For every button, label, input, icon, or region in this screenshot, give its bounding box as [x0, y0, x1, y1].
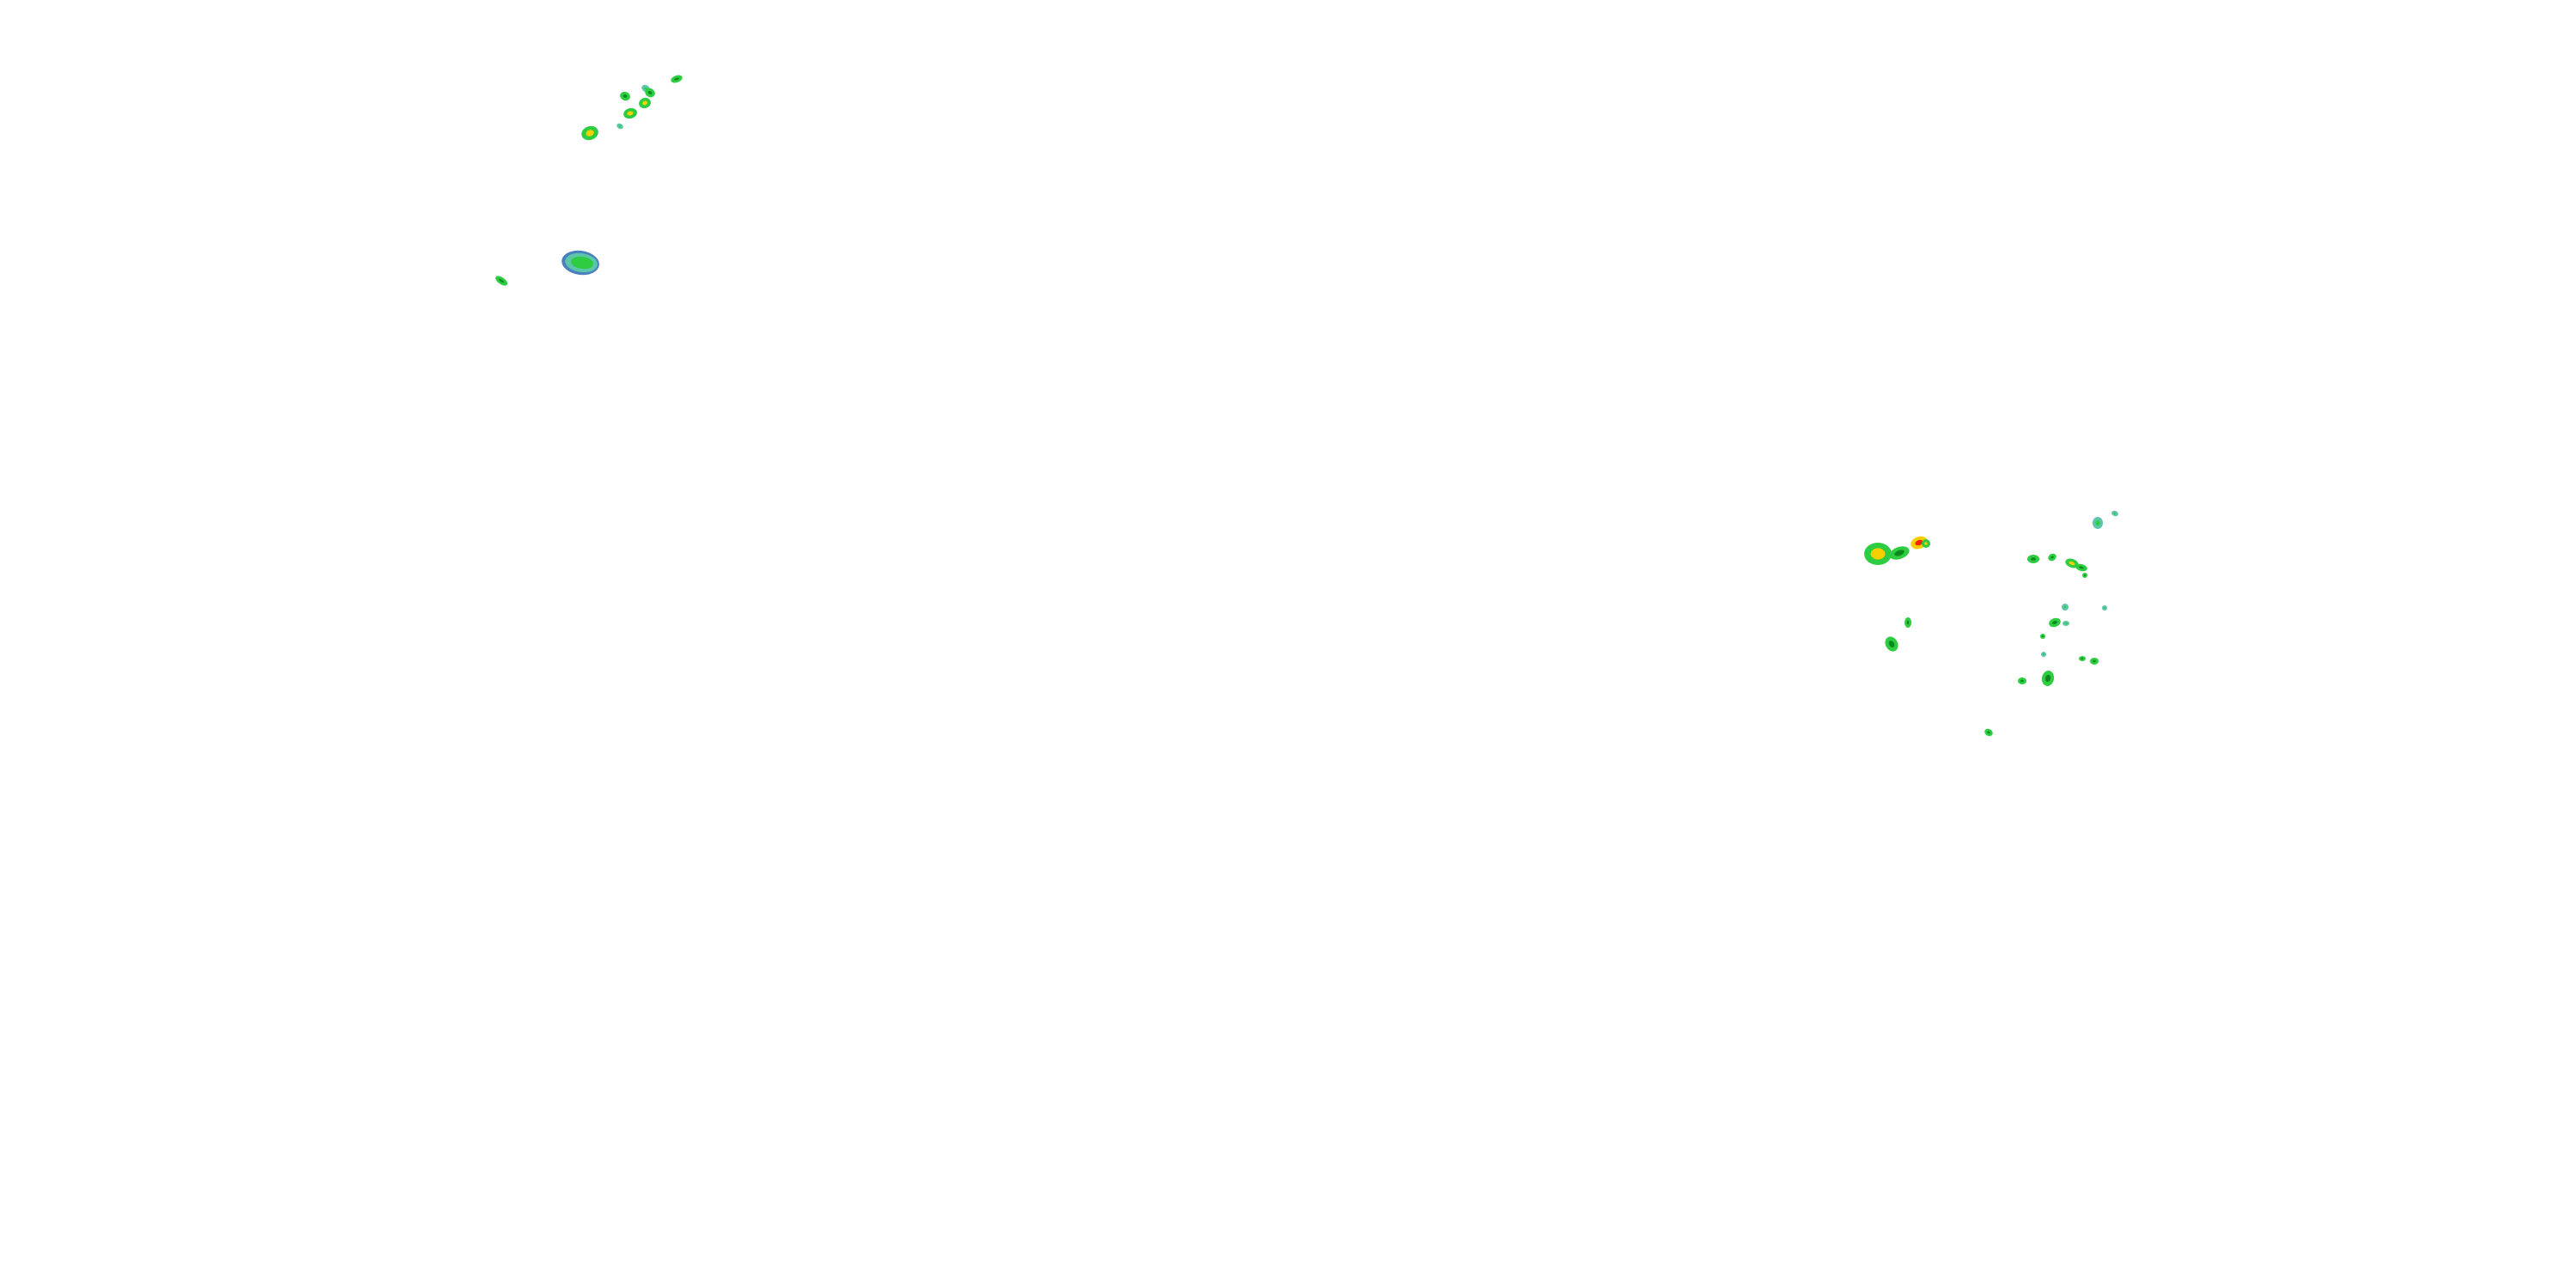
cell-core: [2063, 605, 2067, 609]
precipitation-cell: [2040, 634, 2045, 639]
precipitation-cell: [2027, 555, 2039, 563]
precipitation-cell: [2049, 617, 2061, 628]
cell-core: [2084, 574, 2086, 576]
precipitation-cell: [2075, 563, 2087, 572]
precipitation-cell: [623, 107, 637, 119]
cell-core: [498, 278, 505, 283]
precipitation-cell: [2041, 652, 2046, 657]
cell-core: [2052, 621, 2057, 624]
cell-core: [647, 91, 653, 94]
precipitation-cell: [495, 276, 507, 286]
precipitation-cell: [581, 125, 598, 141]
cell-core: [1894, 550, 1905, 556]
cell-core: [2031, 557, 2036, 561]
cell-core: [1924, 542, 1928, 545]
cell-core: [2095, 520, 2100, 526]
precipitation-cell: [1885, 636, 1899, 652]
precipitation-cell: [2062, 604, 2069, 611]
cell-core: [674, 77, 679, 81]
cell-core: [2064, 623, 2068, 624]
precipitation-cell: [2063, 621, 2069, 626]
cell-core: [627, 111, 634, 116]
cell-core: [623, 94, 628, 98]
precipitation-cell: [620, 91, 630, 101]
cell-core: [1888, 641, 1895, 647]
cell-core: [644, 87, 647, 90]
cell-core: [1987, 731, 1990, 734]
cell-core: [2081, 658, 2084, 659]
precipitation-cell: [2093, 517, 2103, 529]
precipitation-cell: [2082, 573, 2087, 578]
cell-core: [586, 130, 594, 137]
precipitation-cell: [671, 75, 683, 83]
cell-core: [1915, 539, 1923, 546]
precipitation-cell: [1922, 539, 1930, 548]
precipitation-cell: [2102, 605, 2107, 611]
precipitation-cell: [1905, 617, 1911, 628]
cell-core: [642, 100, 647, 106]
stratiform-rain-area: [562, 250, 599, 276]
cell-core: [2043, 653, 2044, 655]
cell-core: [2044, 674, 2051, 683]
cell-core: [2020, 679, 2024, 683]
cell-core: [1870, 548, 1886, 560]
precipitation-cell: [2079, 656, 2086, 661]
cell-core: [2093, 659, 2096, 663]
precipitation-cell: [617, 123, 623, 130]
precipitation-cell: [2048, 553, 2057, 562]
precipitation-cell: [2111, 510, 2118, 517]
cell-core: [2079, 566, 2084, 569]
cell-core: [2042, 635, 2044, 637]
precipitation-cell: [1864, 543, 1892, 565]
precipitation-cell: [645, 88, 655, 98]
cell-core: [2113, 512, 2117, 515]
cell-core: [2069, 561, 2075, 566]
precipitation-cell: [1984, 728, 1993, 737]
precipitation-cell: [2090, 658, 2099, 665]
rain-area-core: [571, 256, 593, 270]
precipitation-cell: [639, 97, 651, 109]
cell-core: [618, 125, 622, 128]
precipitation-cell: [2018, 677, 2026, 684]
precipitation-cell: [2065, 558, 2079, 568]
cell-core: [1906, 620, 1910, 625]
precipitation-cell: [1889, 546, 1910, 560]
cell-core: [2104, 607, 2105, 609]
cell-core: [2050, 556, 2054, 559]
precipitation-cell: [2041, 671, 2055, 686]
